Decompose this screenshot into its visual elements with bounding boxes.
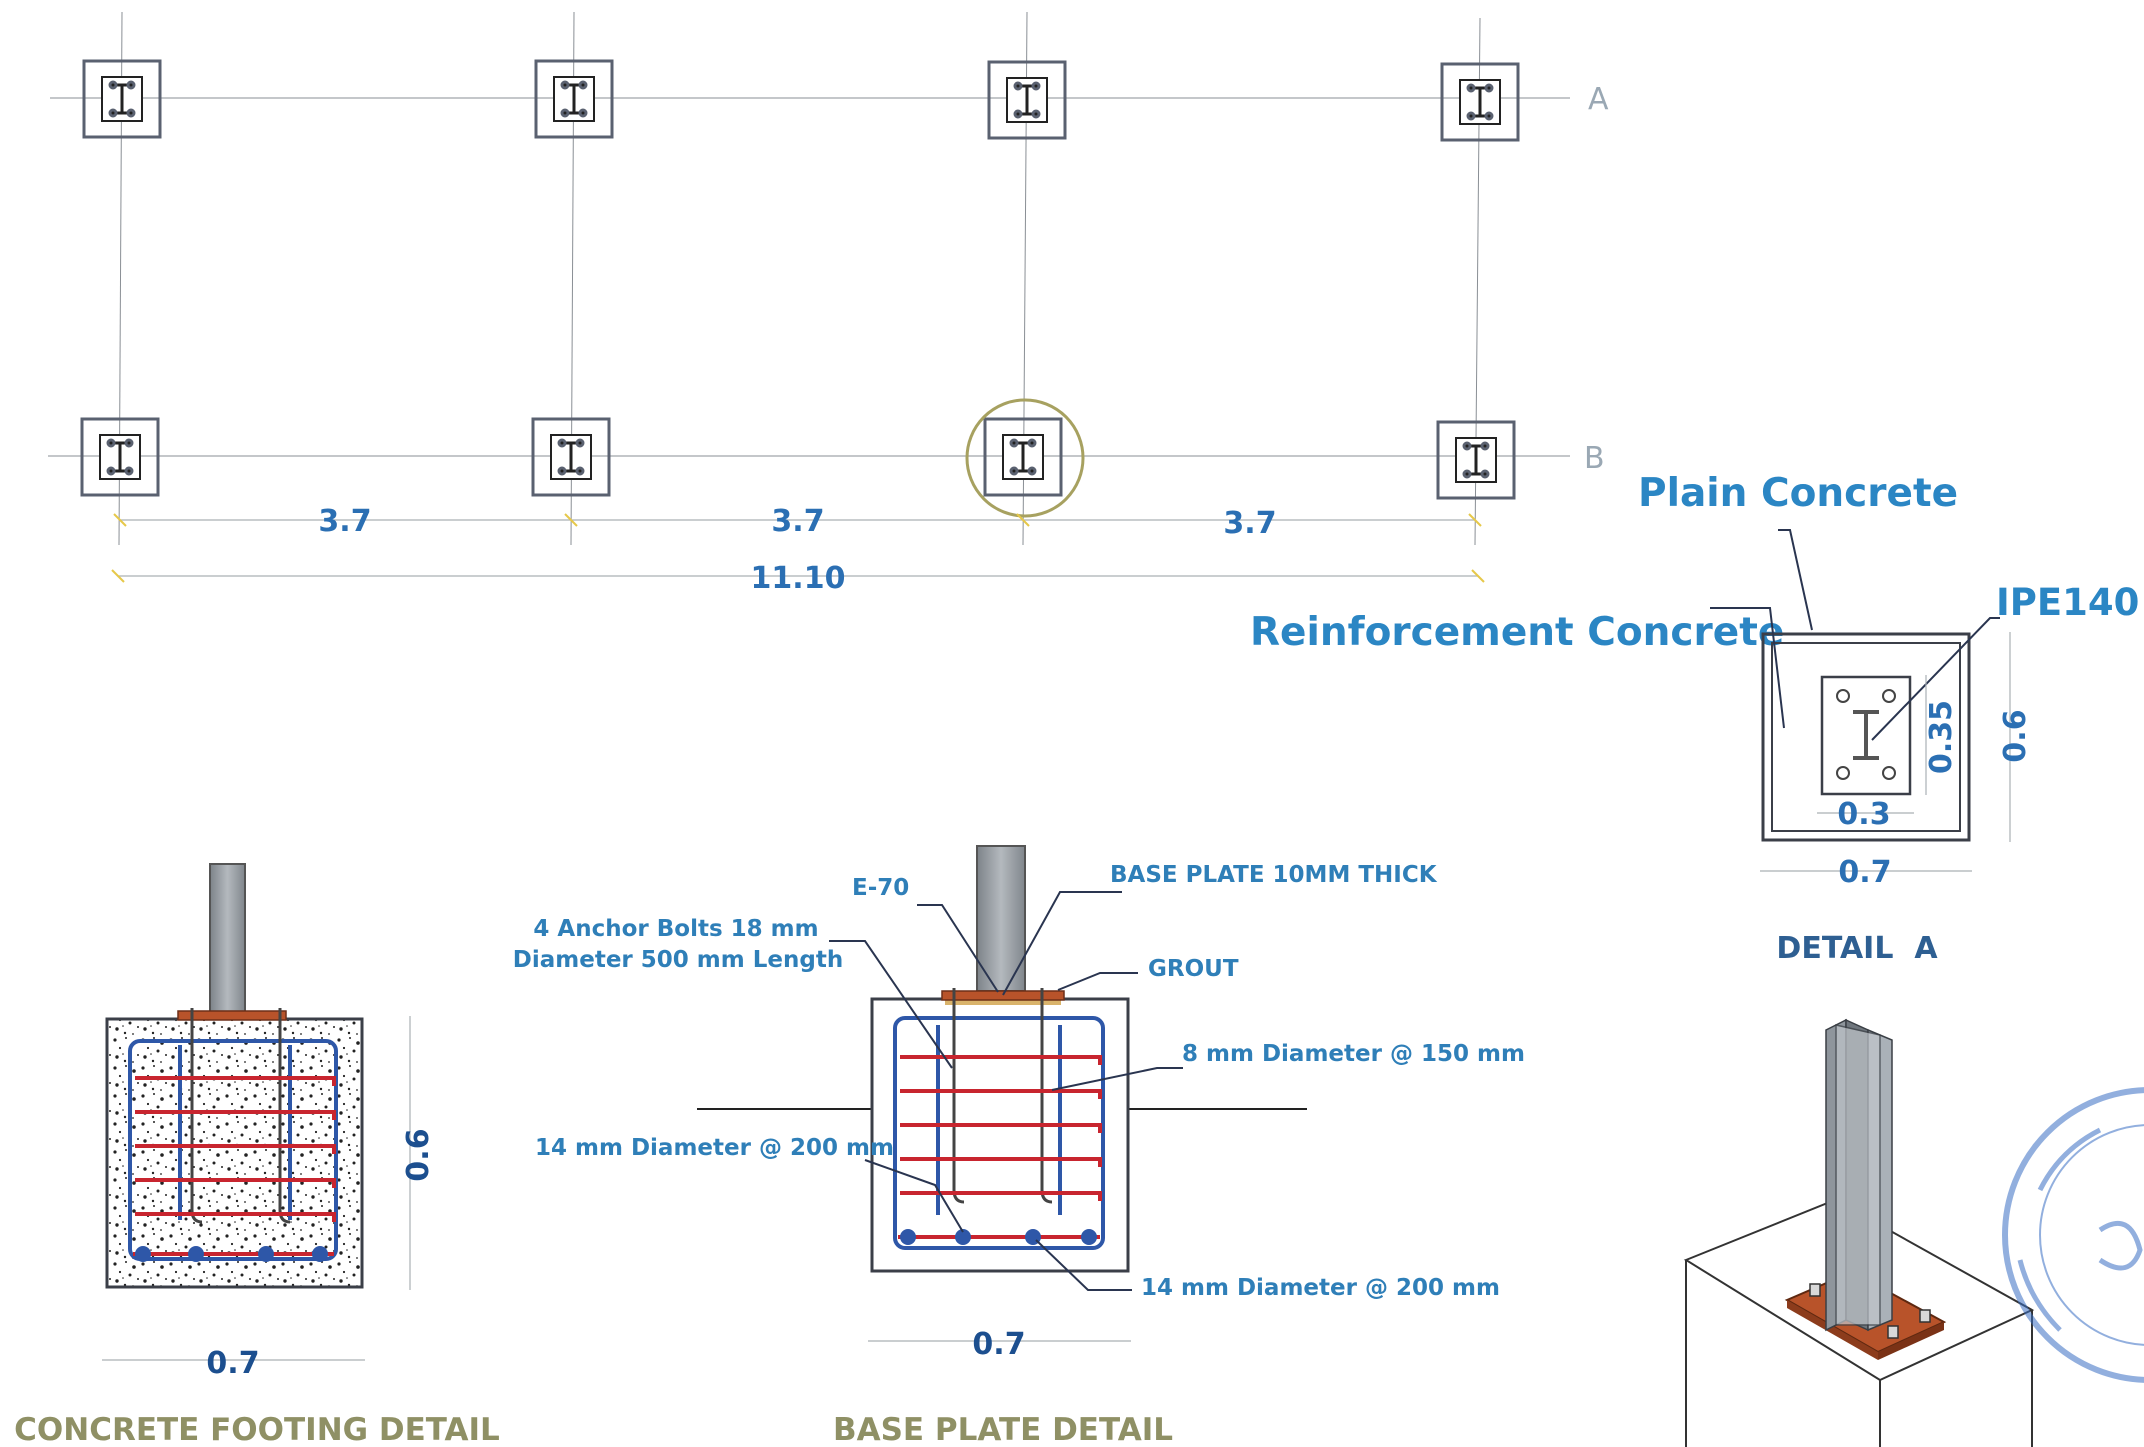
bar-spacing-label-left: 14 mm Diameter @ 200 mm bbox=[535, 1135, 894, 1161]
footing-stirrup-cage bbox=[128, 1039, 338, 1261]
footing-b1 bbox=[80, 417, 160, 497]
detail-a-plate-width: 0.3 bbox=[1837, 797, 1890, 832]
footing-width-dimension: 0.7 bbox=[206, 1346, 259, 1381]
footing-a4 bbox=[1440, 62, 1520, 142]
grid-label-b: B bbox=[1584, 441, 1605, 476]
bar-spacing-label-bottom: 14 mm Diameter @ 200 mm bbox=[1141, 1275, 1500, 1301]
anchor-bolts-label-line1: 4 Anchor Bolts 18 mm bbox=[533, 916, 818, 942]
footing-b3 bbox=[983, 417, 1063, 497]
base-plate-bottom-bars bbox=[900, 1229, 1097, 1245]
iso-ipe-column bbox=[1825, 1018, 1893, 1332]
total-length-dimension: 11.10 bbox=[751, 561, 846, 596]
plain-concrete-outline bbox=[1761, 632, 1971, 842]
footing-bottom-bars bbox=[135, 1246, 328, 1262]
detail-a-footing-width: 0.7 bbox=[1838, 855, 1891, 890]
grid-lines bbox=[48, 11, 1570, 546]
grout-label: GROUT bbox=[1148, 956, 1239, 982]
base-plate-width-dimension: 0.7 bbox=[972, 1327, 1025, 1362]
detail-a: Plain Concrete Reinforcement Concrete IP… bbox=[1250, 471, 2139, 966]
base-plate-detail: E-70 BASE PLATE 10MM THICK GROUT 4 Ancho… bbox=[513, 845, 1525, 1447]
footing-a3 bbox=[987, 60, 1067, 140]
detail-a-callout-circle bbox=[965, 398, 1085, 518]
detail-a-leaders bbox=[1710, 529, 2000, 741]
footing-b2 bbox=[531, 417, 611, 497]
detail-a-anchor-bolts bbox=[1836, 689, 1896, 780]
footings-row-a bbox=[82, 59, 1520, 142]
footing-dim-lines bbox=[102, 1016, 411, 1361]
footing-detail-title: CONCRETE FOOTING DETAIL bbox=[14, 1412, 500, 1447]
base-plate-grout bbox=[945, 999, 1061, 1005]
footing-base-plate bbox=[177, 1010, 287, 1021]
span-1-dimension: 3.7 bbox=[318, 504, 371, 539]
footing-a1 bbox=[82, 59, 162, 139]
foundation-plan: A B 3.7 3.7 3.7 11.10 bbox=[48, 11, 1609, 596]
footings-row-b bbox=[80, 417, 1516, 500]
footing-b4 bbox=[1436, 420, 1516, 500]
detail-a-plate-height: 0.35 bbox=[1924, 700, 1959, 774]
iso-base-plate-edge bbox=[1787, 1300, 1878, 1360]
detail-a-ipe-section bbox=[1853, 710, 1879, 760]
stirrup-spacing-label: 8 mm Diameter @ 150 mm bbox=[1182, 1041, 1525, 1067]
footing-steel-column bbox=[209, 863, 246, 1014]
footing-a2 bbox=[534, 59, 614, 139]
footing-concrete-block bbox=[105, 1017, 364, 1289]
span-2-dimension: 3.7 bbox=[771, 504, 824, 539]
detail-a-dim-lines bbox=[1760, 632, 2011, 872]
plan-dimensions bbox=[111, 513, 1485, 583]
weld-label: E-70 bbox=[852, 875, 909, 901]
isometric-column-view bbox=[1683, 1018, 2035, 1447]
base-plate-thickness-label: BASE PLATE 10MM THICK bbox=[1110, 862, 1438, 888]
footing-anchor-bolts bbox=[190, 1008, 291, 1224]
official-stamp bbox=[2002, 1087, 2144, 1383]
base-plate-horizontal-bars bbox=[898, 1055, 1102, 1239]
footing-horizontal-bars bbox=[133, 1076, 336, 1256]
ipe140-label: IPE140 bbox=[1996, 581, 2139, 624]
anchor-bolts-label-line2: Diameter 500 mm Length bbox=[513, 947, 843, 973]
reinforcement-concrete-label: Reinforcement Concrete bbox=[1250, 610, 1784, 655]
detail-a-footing-height: 0.6 bbox=[1998, 709, 2033, 762]
detail-a-title: DETAIL A bbox=[1776, 931, 1938, 966]
grid-label-a: A bbox=[1588, 82, 1609, 117]
iso-base-plate-edge-right bbox=[1878, 1322, 1944, 1360]
base-plate-leaders bbox=[829, 891, 1183, 1291]
plain-concrete-label: Plain Concrete bbox=[1638, 471, 1958, 516]
base-plate-anchor-bolts bbox=[952, 988, 1053, 1204]
base-plate-plate bbox=[941, 990, 1065, 1001]
base-plate-detail-title: BASE PLATE DETAIL bbox=[833, 1412, 1173, 1447]
footing-height-dimension: 0.6 bbox=[401, 1128, 436, 1181]
reinforced-concrete-outline bbox=[1771, 642, 1961, 832]
base-plate-outline bbox=[1820, 675, 1912, 796]
concrete-footing-detail: 0.6 0.7 CONCRETE FOOTING DETAIL bbox=[14, 863, 500, 1447]
span-3-dimension: 3.7 bbox=[1223, 506, 1276, 541]
